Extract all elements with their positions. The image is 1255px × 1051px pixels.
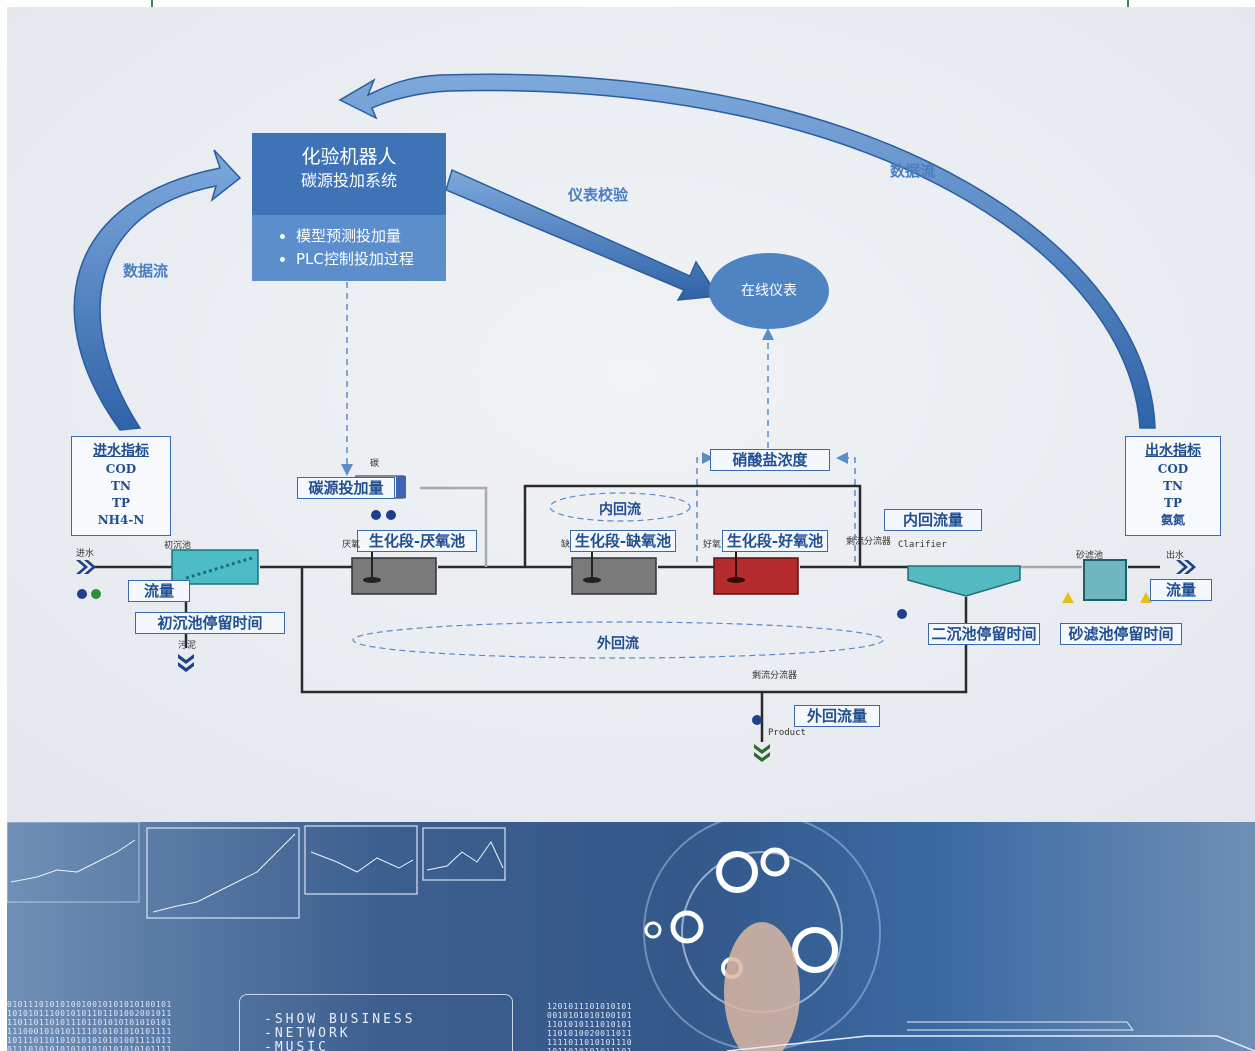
aerobic-tank bbox=[713, 540, 799, 595]
sludge-chevron-icon bbox=[178, 654, 194, 672]
inlet-flow-label: 流量 bbox=[128, 580, 190, 602]
inlet-indicator-item: COD bbox=[105, 462, 137, 476]
data-flow-label-right: 数据流 bbox=[890, 162, 936, 180]
inner-return-oval bbox=[549, 492, 691, 522]
aerobic-stage-label: 生化段-好氧池 bbox=[722, 530, 828, 552]
inner-return-text: 内回流 bbox=[599, 502, 641, 518]
inlet-status-icon bbox=[77, 589, 87, 599]
primary-retention-label: 初沉池停留时间 bbox=[135, 612, 285, 634]
secondary-clarifier bbox=[907, 565, 1021, 597]
diagram-background bbox=[7, 7, 1255, 822]
robot-feature-list: 模型预测投加量 PLC控制投加过程 bbox=[252, 225, 446, 271]
data-flow-arrows bbox=[73, 73, 1156, 431]
outer-return-oval bbox=[352, 621, 884, 659]
outer-return-flow-label: 外回流量 bbox=[794, 705, 880, 727]
outlet-chevron-icon bbox=[1176, 560, 1196, 574]
banner-menu-item: -SHOW BUSINESS bbox=[264, 1012, 416, 1027]
filter-warning-icon bbox=[1062, 592, 1074, 603]
primary-clarifier-tank bbox=[171, 549, 259, 585]
banner-menu-item: -NETWORK bbox=[264, 1026, 351, 1041]
outer-return-text: 外回流 bbox=[597, 636, 639, 652]
anoxic-tank bbox=[571, 540, 657, 595]
filter-retention-label: 砂滤池停留时间 bbox=[1060, 623, 1182, 645]
robot-feature-item: 模型预测投加量 bbox=[296, 225, 446, 248]
outlet-warning-icon bbox=[1140, 592, 1152, 603]
inlet-chevron-icon bbox=[76, 560, 96, 574]
inlet-indicator-item: TN bbox=[111, 479, 131, 493]
filter-text: 砂滤池 bbox=[1076, 551, 1104, 561]
banner-menu: -SHOW BUSINESS -NETWORK -MUSIC bbox=[239, 994, 513, 1051]
primary-text: 初沉池 bbox=[164, 541, 192, 551]
splitter-control-icon bbox=[752, 715, 762, 725]
calibration-label: 仪表校验 bbox=[568, 186, 629, 204]
dosing-status-icon bbox=[371, 510, 381, 520]
robot-subtitle: 碳源投加系统 bbox=[300, 171, 397, 190]
inlet-indicators-box: 进水指标 COD TN TP NH4-N bbox=[71, 436, 171, 536]
online-meter-node: 在线仪表 bbox=[709, 253, 829, 329]
anoxic-short-text: 缺 bbox=[561, 540, 571, 550]
banner-menu-item: -MUSIC bbox=[264, 1040, 329, 1051]
anaerobic-tank bbox=[351, 540, 437, 595]
tech-banner: 0101110101010010010101010100101 10101011… bbox=[7, 822, 1255, 1051]
splitter2-text: 剩流分流器 bbox=[752, 671, 798, 681]
dosing-control-icon bbox=[386, 510, 396, 520]
outlet-indicators-box: 出水指标 COD TN TP 氨氮 bbox=[1125, 436, 1221, 536]
inlet-level-icon bbox=[91, 589, 101, 599]
clarifier-control-icon bbox=[897, 609, 907, 619]
outlet-flow-label: 流量 bbox=[1150, 579, 1212, 601]
outlet-indicators-title: 出水指标 bbox=[1145, 443, 1201, 459]
clarifier-text: Clarifier bbox=[898, 540, 947, 550]
robot-title: 化验机器人 bbox=[301, 146, 397, 168]
product-chevron-icon bbox=[754, 744, 770, 762]
sludge-text: 污泥 bbox=[178, 641, 197, 651]
signal-lines bbox=[341, 282, 856, 562]
carbon-text: 碳 bbox=[370, 459, 380, 469]
secondary-retention-label: 二沉池停留时间 bbox=[928, 623, 1040, 645]
product-text: Product bbox=[768, 728, 806, 738]
sand-filter bbox=[1083, 559, 1127, 601]
outlet-indicator-item: 氨氮 bbox=[1160, 513, 1185, 527]
binary-text-right: 1201011101010101 0010101010100101 110101… bbox=[547, 1002, 633, 1051]
carbon-dosing-label: 碳源投加量 bbox=[297, 477, 395, 499]
aerobic-short-text: 好氧 bbox=[703, 540, 722, 550]
banner-graphics bbox=[7, 822, 1255, 1051]
robot-dosing-system-box: 化验机器人 碳源投加系统 模型预测投加量 PLC控制投加过程 bbox=[252, 133, 446, 281]
outlet-indicator-item: TP bbox=[1164, 496, 1182, 510]
inlet-indicator-item: NH4-N bbox=[97, 513, 145, 527]
inlet-text: 进水 bbox=[76, 549, 95, 559]
inlet-indicator-item: TP bbox=[112, 496, 130, 510]
inner-return-flow-label: 内回流量 bbox=[884, 509, 982, 531]
outlet-indicator-item: COD bbox=[1157, 462, 1189, 476]
robot-feature-item: PLC控制投加过程 bbox=[296, 248, 446, 271]
binary-text-left: 0101110101010010010101010100101 10101011… bbox=[7, 1000, 172, 1051]
anoxic-stage-label: 生化段-缺氧池 bbox=[570, 530, 676, 552]
outlet-indicator-item: TN bbox=[1163, 479, 1183, 493]
data-flow-label-left: 数据流 bbox=[123, 262, 169, 280]
splitter1-text: 剩流分流器 bbox=[846, 537, 892, 547]
anaerobic-stage-label: 生化段-厌氧池 bbox=[357, 530, 477, 552]
inlet-indicators-title: 进水指标 bbox=[93, 443, 149, 459]
outlet-text: 出水 bbox=[1166, 551, 1185, 561]
anaerobic-short-text: 厌氧 bbox=[342, 540, 361, 550]
nitrate-label: 硝酸盐浓度 bbox=[710, 449, 830, 471]
